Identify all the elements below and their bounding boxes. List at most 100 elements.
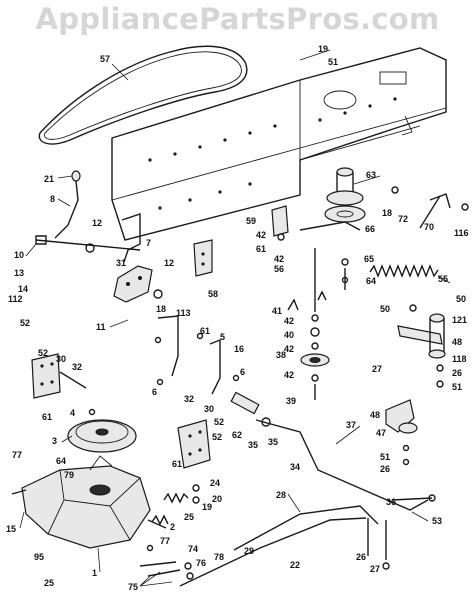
callout-3: 3 [52,436,57,446]
callout-61-left: 61 [42,412,52,422]
callout-50-left: 50 [380,304,390,314]
callout-70: 70 [424,222,434,232]
callout-22: 22 [290,560,300,570]
callout-63: 63 [366,170,376,180]
callout-51-top: 51 [328,57,338,67]
callout-47: 47 [376,428,386,438]
callout-8: 8 [50,194,55,204]
callout-40: 40 [284,330,294,340]
callout-38: 38 [276,350,286,360]
callout-4: 4 [70,408,75,418]
callout-50-right: 50 [456,294,466,304]
callout-51-right: 51 [452,382,462,392]
callout-61-mid: 61 [200,326,210,336]
callout-74: 74 [188,544,198,554]
callout-64-left: 64 [56,456,66,466]
callout-32-center: 32 [184,394,194,404]
callout-95: 95 [34,552,44,562]
callout-77-left: 77 [12,450,22,460]
transaxle-hardware [146,484,200,552]
callout-41: 41 [272,306,282,316]
callout-66: 66 [365,224,375,234]
brake-arm-assembly [397,304,446,388]
callout-42-top: 42 [256,230,266,240]
callout-42-mid: 42 [274,254,284,264]
callout-27-bottom: 27 [370,564,380,574]
callout-34: 34 [290,462,300,472]
engine-pulley [299,167,366,231]
callout-52-mid: 52 [38,348,48,358]
callout-12-left: 12 [92,218,102,228]
callout-75: 75 [128,582,138,592]
callout-25-mid: 25 [184,512,194,522]
callout-10: 10 [14,250,24,260]
callout-6-left: 6 [152,387,157,397]
idler-pulley-stack [300,248,330,400]
leader-lines [19,49,451,587]
mounting-plate-center [177,419,211,469]
rear-linkage [367,494,436,570]
callout-15: 15 [6,524,16,534]
brake-rod [230,391,429,511]
callout-29: 29 [244,546,254,556]
callout-56: 56 [274,264,284,274]
callout-57: 57 [100,54,110,64]
callout-18-mid: 18 [156,304,166,314]
shift-shaft [35,235,141,253]
callout-27-right: 27 [372,364,382,374]
mounting-plate-left [31,353,87,399]
drive-belt [38,45,248,145]
callout-14: 14 [18,284,28,294]
callout-39: 39 [286,396,296,406]
callout-51-lower: 51 [380,452,390,462]
bracket-58 [193,239,213,277]
transaxle [11,455,167,549]
callout-53: 53 [432,516,442,526]
callout-6-right: 6 [240,367,245,377]
callout-18: 18 [382,208,392,218]
callout-59: 59 [246,216,256,226]
callout-21: 21 [44,174,54,184]
callout-24: 24 [210,478,220,488]
callout-79: 79 [64,470,74,480]
callout-2: 2 [170,522,175,532]
callout-42-c: 42 [284,370,294,380]
callout-121: 121 [452,315,467,325]
callout-37: 37 [346,420,356,430]
callout-58: 58 [208,289,218,299]
shift-lever [54,170,81,239]
transaxle-pulley [67,408,137,453]
spacer-stack [341,258,349,290]
callout-11: 11 [96,322,106,332]
frame-rail [111,47,447,241]
callout-52-center-b: 52 [212,432,222,442]
callout-64: 64 [366,276,376,286]
callout-19-lower: 19 [202,502,212,512]
callout-52-left: 52 [20,318,30,328]
callout-20: 20 [212,494,222,504]
callout-118: 118 [452,354,467,364]
extension-spring [369,264,439,278]
shift-guide-bracket [113,213,163,303]
brake-bracket [385,399,418,466]
callout-16: 16 [234,344,244,354]
callout-77-lower: 77 [160,536,170,546]
brake-link-arms [154,315,240,395]
callout-65: 65 [364,254,374,264]
callout-61-top: 61 [256,244,266,254]
clip-parts [287,290,327,311]
callout-1: 1 [92,568,97,578]
callout-12-mid: 12 [164,258,174,268]
callout-62: 62 [232,430,242,440]
callout-26-lower: 26 [380,464,390,474]
callout-48-lower: 48 [370,410,380,420]
callout-13: 13 [14,268,24,278]
callout-30-center: 30 [204,404,214,414]
callout-32-left: 32 [72,362,82,372]
callout-5: 5 [220,332,225,342]
callout-7: 7 [146,238,151,248]
callout-72: 72 [398,214,408,224]
callout-78: 78 [214,552,224,562]
callout-113: 113 [176,308,191,318]
